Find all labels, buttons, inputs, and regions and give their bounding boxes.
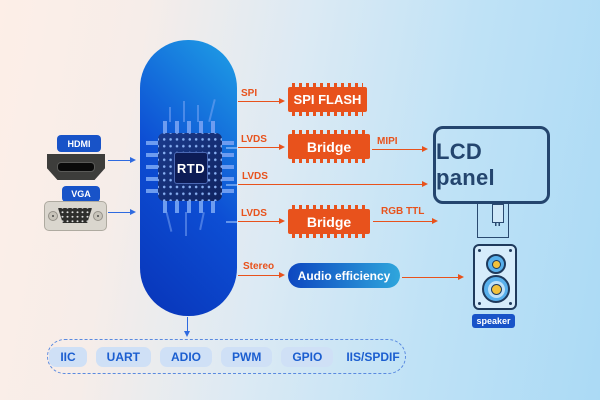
vga-badge-label: VGA xyxy=(71,189,91,199)
circuit-trace xyxy=(169,107,171,122)
circuit-trace xyxy=(226,221,237,223)
chip-pins-bottom xyxy=(163,201,217,213)
lvds1-arrow xyxy=(238,143,285,150)
vga-screw-right xyxy=(93,211,103,221)
bridge1-chip: Bridge xyxy=(288,130,370,163)
speaker-tweeter-cone xyxy=(491,259,501,269)
hdmi-slot xyxy=(57,162,95,172)
stereo-bus-label: Stereo xyxy=(243,261,275,272)
chip-pins-left xyxy=(146,141,158,195)
speaker-badge: speaker xyxy=(472,314,515,328)
speaker-badge-label: speaker xyxy=(476,316,511,326)
lvds3-arrow xyxy=(238,217,285,224)
chip-pins-top xyxy=(163,121,217,133)
lvds2-bus-label: LVDS xyxy=(242,171,268,182)
hdmi-badge: HDMI xyxy=(57,135,101,152)
bridge1-label: Bridge xyxy=(306,138,352,155)
lcd-panel-label: LCD panel xyxy=(436,139,495,190)
spi-flash-chip: SPI FLASH xyxy=(288,83,367,116)
lvds1-bus-label: LVDS xyxy=(241,134,267,145)
speaker-screw xyxy=(509,302,512,305)
peripheral-bus-group: IIC UART ADIO PWM GPIO IIS/SPDIF xyxy=(47,339,406,374)
speaker-woofer-cone xyxy=(491,284,502,295)
vga-screw-left xyxy=(48,211,58,221)
speaker-screw xyxy=(509,249,512,252)
pill-iis-spdif: IIS/SPDIF xyxy=(346,349,400,364)
bridge2-chip: Bridge xyxy=(288,205,370,238)
pill-uart: UART xyxy=(95,346,151,367)
vga-connector-icon xyxy=(44,201,107,231)
speaker-screw xyxy=(478,302,481,305)
mipi-arrow xyxy=(372,145,428,152)
vga-dsub xyxy=(58,208,92,223)
lcd-stand xyxy=(477,204,509,238)
circuit-trace xyxy=(183,101,185,122)
speaker-screw xyxy=(478,249,481,252)
lcd-panel: LCD panel xyxy=(433,126,550,204)
rgb-ttl-arrow xyxy=(373,217,438,224)
spi-arrow xyxy=(238,97,285,104)
speaker-icon xyxy=(473,244,517,310)
pill-iic: IIC xyxy=(49,346,87,367)
circuit-trace xyxy=(185,212,187,236)
pill-pwm: PWM xyxy=(220,346,273,367)
vga-badge: VGA xyxy=(62,186,100,202)
hdmi-badge-label: HDMI xyxy=(67,138,91,149)
stereo-arrow xyxy=(238,271,285,278)
spi-flash-label: SPI FLASH xyxy=(293,92,362,107)
pill-adio: ADIO xyxy=(159,346,212,367)
lvds3-bus-label: LVDS xyxy=(241,208,267,219)
peripheral-bus-arrow xyxy=(183,317,190,337)
rtd-die: RTD xyxy=(174,152,208,184)
bridge2-label: Bridge xyxy=(306,213,352,230)
rtd-chip: RTD xyxy=(158,133,222,201)
audio-efficiency-label: Audio efficiency xyxy=(297,268,391,283)
vga-arrow xyxy=(108,208,136,215)
rtd-label: RTD xyxy=(176,160,206,176)
mipi-bus-label: MIPI xyxy=(377,136,398,147)
spi-bus-label: SPI xyxy=(241,88,258,99)
audio-efficiency-pill: Audio efficiency xyxy=(288,263,400,288)
chip-pins-right xyxy=(222,141,234,195)
audio-arrow xyxy=(402,273,464,280)
lvds2-arrow xyxy=(238,180,428,187)
pill-gpio: GPIO xyxy=(281,346,334,367)
speaker-woofer xyxy=(482,275,510,303)
hdmi-arrow xyxy=(108,156,136,163)
hdmi-connector-icon xyxy=(47,154,105,180)
rgb-ttl-bus-label: RGB TTL xyxy=(381,206,425,217)
speaker-tweeter xyxy=(486,254,506,274)
lcd-plug-icon xyxy=(492,204,504,226)
circuit-trace xyxy=(197,105,199,122)
